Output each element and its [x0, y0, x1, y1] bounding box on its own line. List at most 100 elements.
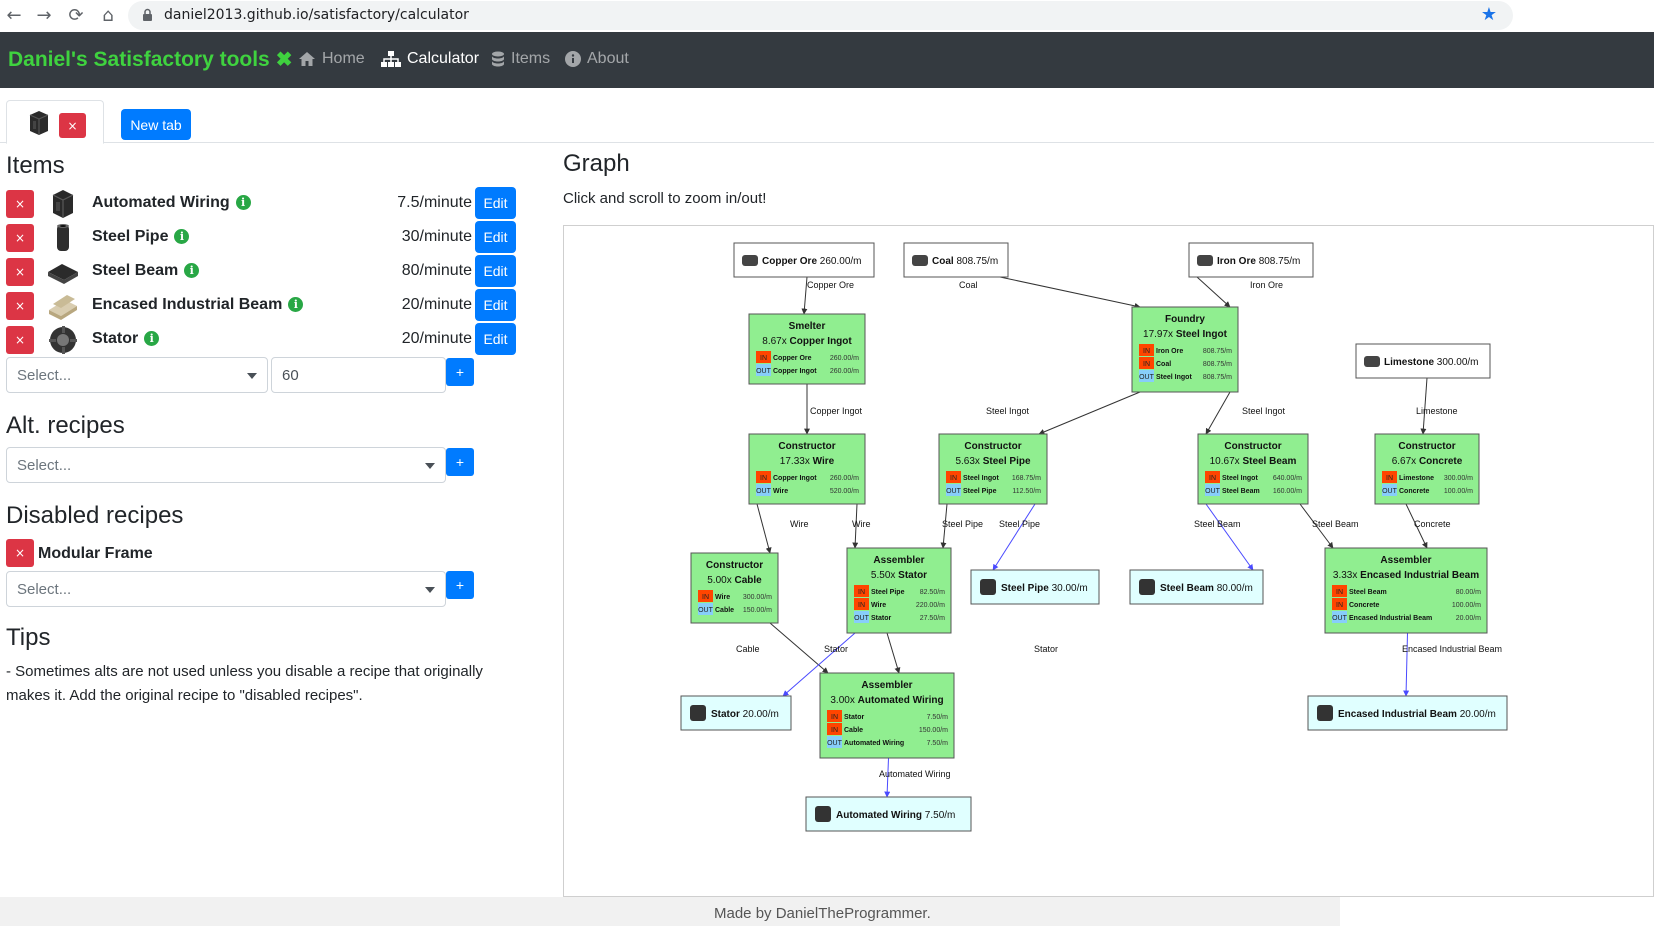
address-bar[interactable]: daniel2013.github.io/satisfactory/calcul… — [128, 1, 1513, 30]
io-item: Encased Industrial Beam — [1349, 615, 1432, 622]
io-tag-label: OUT — [1205, 488, 1221, 495]
io-tag — [1332, 611, 1347, 623]
back-icon[interactable]: ← — [6, 4, 22, 26]
io-tag-label: OUT — [946, 488, 962, 495]
io-rate: 20.00/m — [1456, 615, 1481, 622]
io-rate: 220.00/m — [916, 602, 945, 609]
item-icon — [815, 806, 831, 822]
info-icon[interactable]: i — [288, 297, 304, 312]
remove-item-button[interactable]: × — [6, 224, 34, 252]
edge-label: Copper Ore — [807, 280, 854, 290]
reload-icon[interactable]: ⟳ — [68, 4, 84, 26]
info-icon[interactable]: i — [144, 331, 160, 346]
add-alt-recipe-button[interactable]: + — [446, 448, 474, 476]
io-item: Wire — [871, 602, 886, 609]
edge-label: Copper Ingot — [810, 406, 863, 416]
nav-home[interactable]: Home — [298, 50, 365, 68]
io-tag-label: IN — [760, 355, 767, 362]
amount-input[interactable]: 60 — [271, 357, 446, 393]
io-tag — [1205, 471, 1220, 483]
automated-wiring-icon — [29, 111, 49, 135]
machine-product: 6.67x Concrete — [1392, 456, 1463, 467]
edit-item-button[interactable]: Edit — [475, 323, 516, 355]
source-label: Limestone 300.00/m — [1384, 357, 1479, 368]
edit-item-button[interactable]: Edit — [475, 255, 516, 287]
tips-heading: Tips — [6, 624, 51, 651]
info-icon[interactable]: i — [174, 229, 190, 244]
io-tag-label: IN — [1209, 475, 1216, 482]
io-rate: 260.00/m — [830, 368, 859, 375]
item-name: Automated Wiring — [92, 194, 230, 211]
new-tab-button[interactable]: New tab — [121, 109, 191, 140]
source-node: Iron Ore 808.75/m — [1188, 242, 1314, 278]
nav-about[interactable]: About — [565, 50, 629, 68]
edge-line — [886, 632, 901, 674]
info-icon[interactable]: i — [184, 263, 200, 278]
output-label: Automated Wiring 7.50/m — [836, 810, 955, 821]
machine-name: Constructor — [706, 560, 763, 571]
remove-item-button[interactable]: × — [6, 190, 34, 218]
machine-name: Constructor — [964, 441, 1021, 452]
io-tag — [827, 710, 842, 722]
add-disabled-recipe-button[interactable]: + — [446, 571, 474, 599]
ore-icon — [1197, 255, 1213, 266]
nav-calculator[interactable]: Calculator — [381, 50, 479, 68]
nav-items[interactable]: Items — [491, 50, 550, 68]
output-box — [805, 796, 972, 832]
tab-automated-wiring[interactable]: × — [6, 100, 104, 144]
alt-recipe-select[interactable]: Select... — [6, 447, 446, 483]
io-rate: 27.50/m — [920, 615, 945, 622]
machine-name: Constructor — [778, 441, 835, 452]
io-item: Steel Ingot — [1156, 374, 1192, 381]
home-icon[interactable]: ⌂ — [102, 4, 114, 26]
edge-line — [801, 276, 808, 315]
disabled-recipe-name: Modular Frame — [38, 545, 153, 562]
remove-item-button[interactable]: × — [6, 258, 34, 286]
item-rate: 20/minute — [401, 296, 472, 313]
close-tab-button[interactable]: × — [59, 113, 86, 138]
output-label: Stator 20.00/m — [711, 709, 779, 720]
io-rate: 168.75/m — [1012, 475, 1041, 482]
forward-icon[interactable]: → — [36, 4, 52, 26]
disabled-recipe-select[interactable]: Select... — [6, 571, 446, 607]
machine-product: 3.00x Automated Wiring — [830, 695, 943, 706]
io-tag — [756, 364, 771, 376]
tools-icon: ✖ — [275, 49, 293, 71]
add-item-button[interactable]: + — [446, 358, 474, 386]
io-rate: 100.00/m — [1452, 602, 1481, 609]
io-tag-label: OUT — [756, 488, 772, 495]
source-node: Copper Ore 260.00/m — [733, 242, 875, 278]
item-select[interactable]: Select... — [6, 357, 268, 393]
item-icon — [1139, 579, 1155, 595]
source-label: Copper Ore 260.00/m — [762, 256, 862, 267]
brand-link[interactable]: Daniel's Satisfactory tools✖ — [8, 47, 293, 72]
info-icon[interactable]: i — [235, 195, 251, 210]
remove-item-button[interactable]: × — [6, 326, 34, 354]
edge-line — [1205, 391, 1231, 435]
machine-product: 10.67x Steel Beam — [1210, 456, 1297, 467]
io-item: Steel Beam — [1349, 589, 1387, 596]
edit-item-button[interactable]: Edit — [475, 221, 516, 253]
edit-item-button[interactable]: Edit — [475, 289, 516, 321]
io-item: Wire — [773, 488, 788, 495]
machine-box — [1324, 547, 1488, 634]
lock-icon — [143, 8, 152, 21]
remove-item-button[interactable]: × — [6, 292, 34, 320]
io-tag-label: IN — [1336, 589, 1343, 596]
machine-box — [819, 672, 955, 759]
io-tag-label: OUT — [827, 740, 843, 747]
bookmark-star-icon[interactable]: ★ — [1480, 4, 1497, 25]
chevron-down-icon — [425, 463, 435, 469]
io-tag — [1139, 344, 1154, 356]
edit-item-button[interactable]: Edit — [475, 187, 516, 219]
edge-line — [940, 503, 948, 549]
remove-disabled-recipe-button[interactable]: × — [6, 539, 34, 567]
io-tag — [854, 598, 869, 610]
url-text: daniel2013.github.io/satisfactory/calcul… — [164, 7, 469, 23]
